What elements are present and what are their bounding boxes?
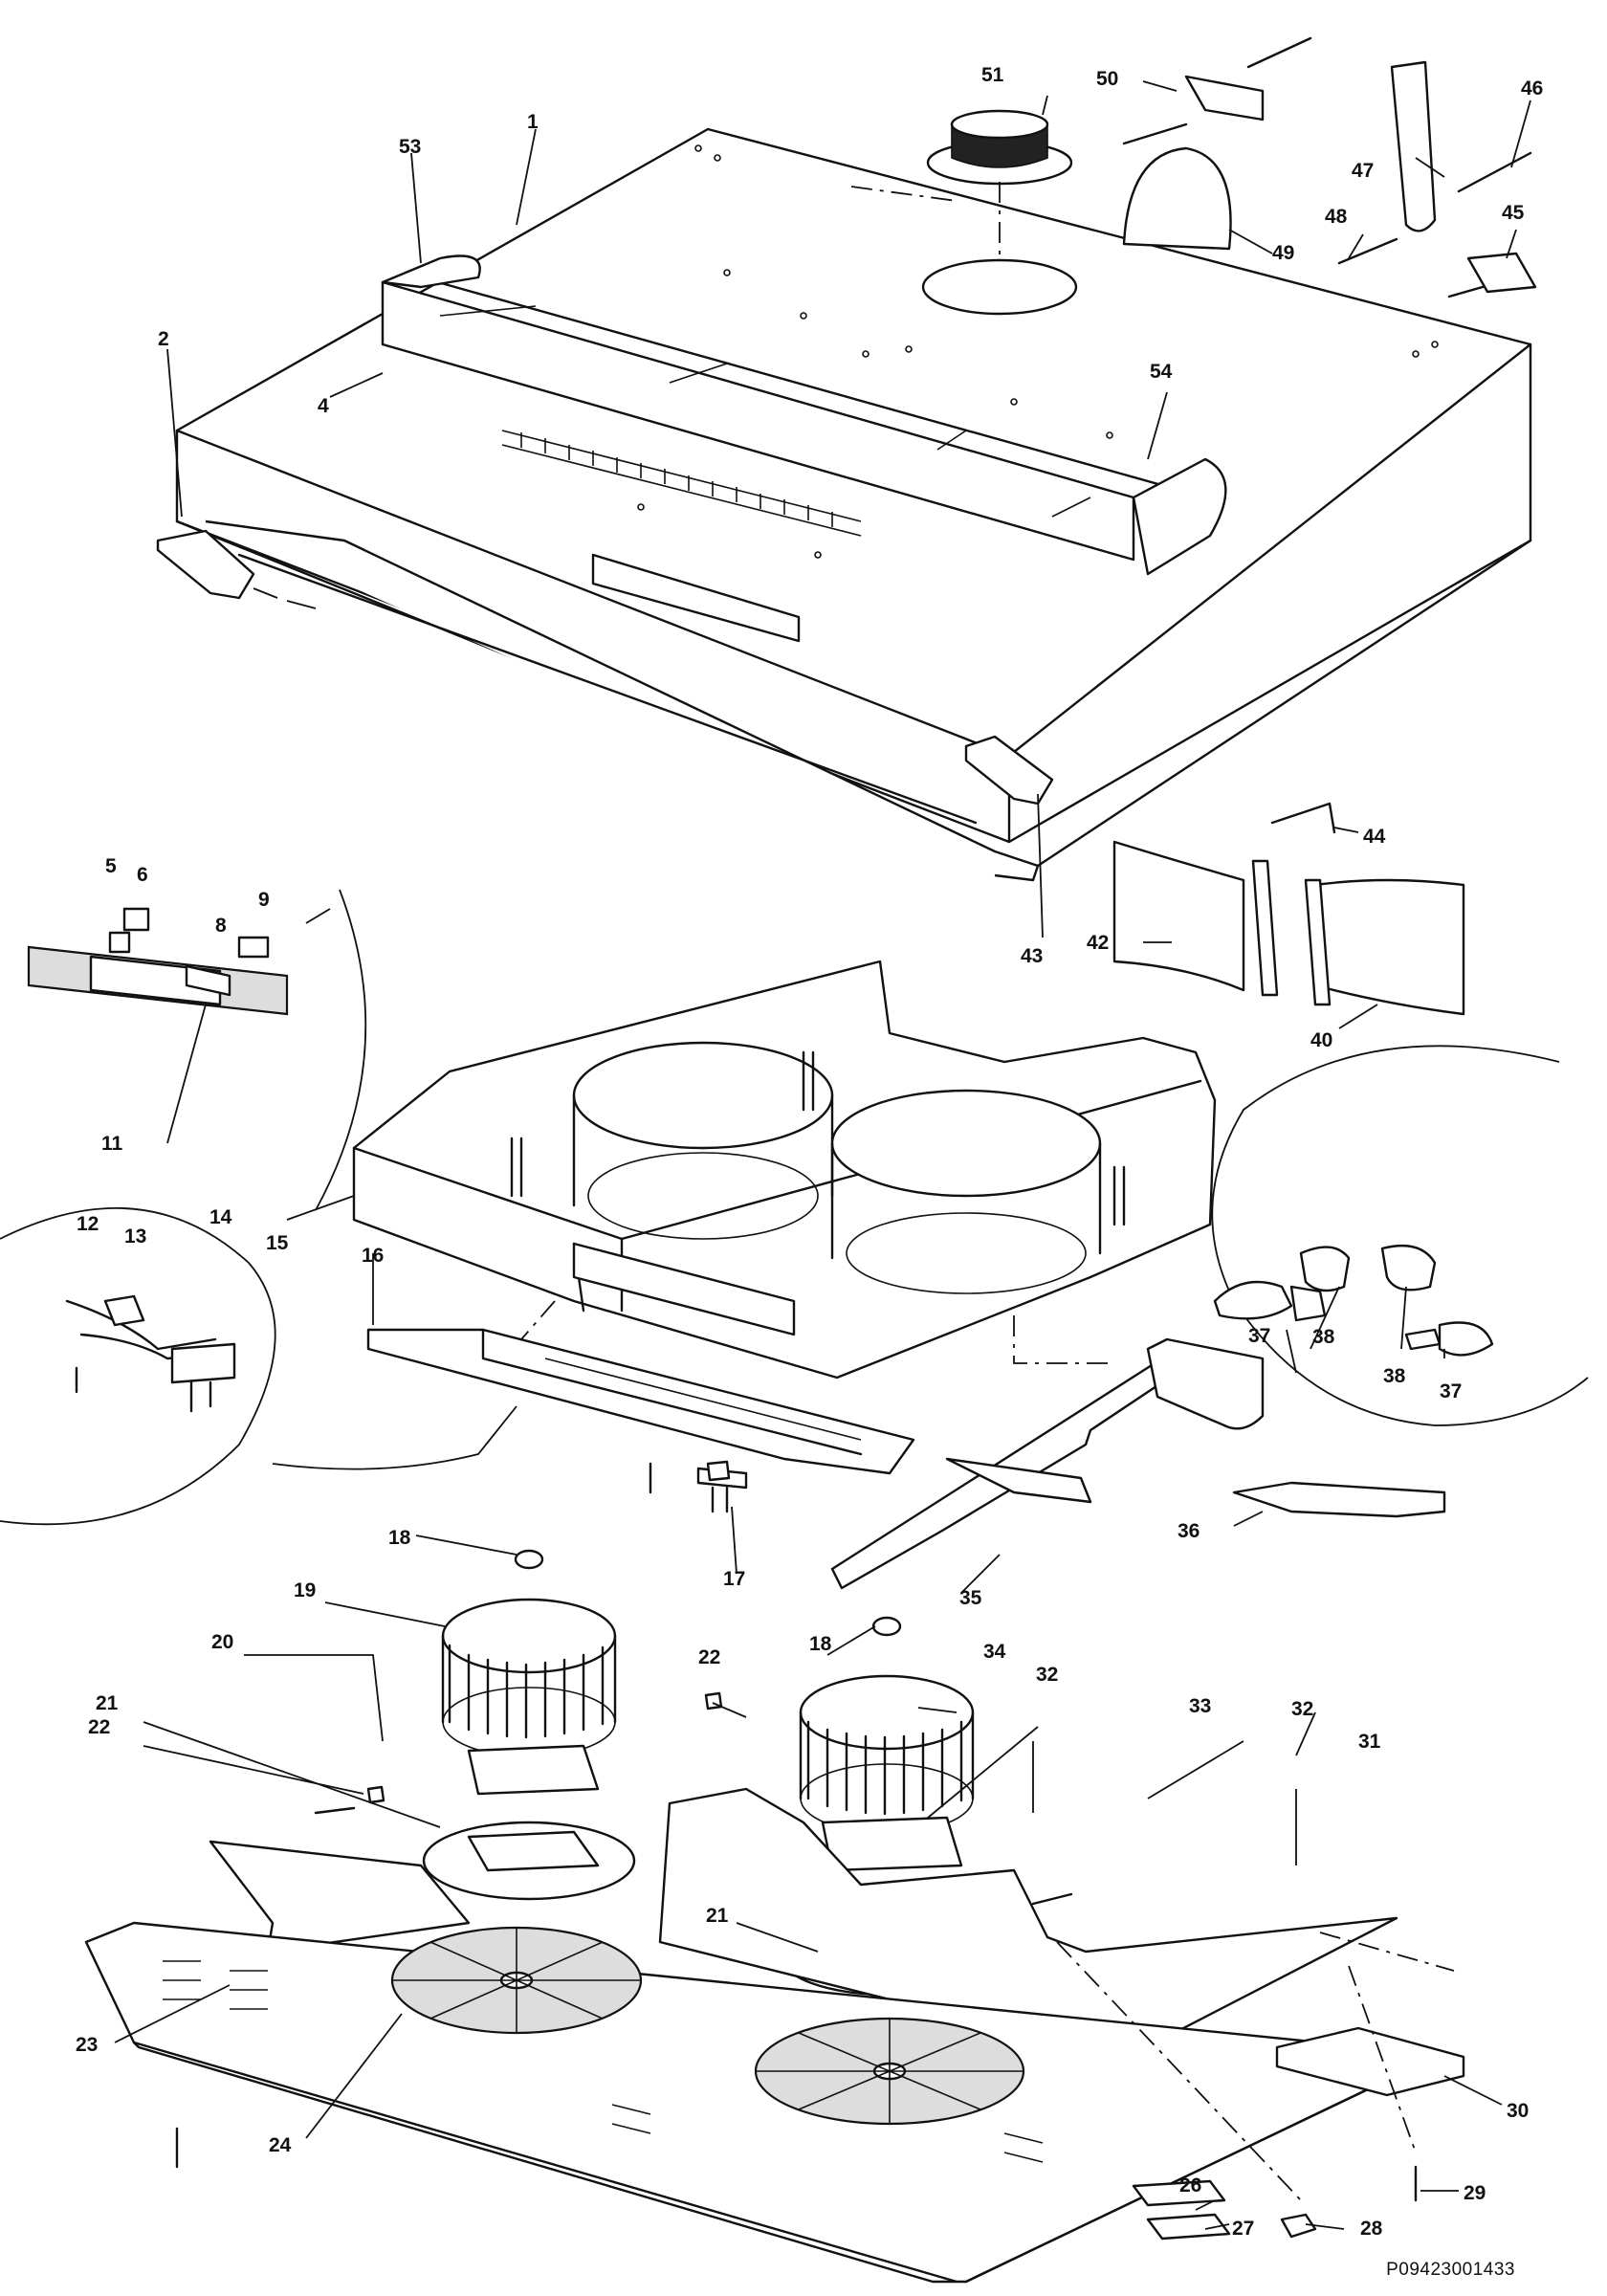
callout-27: 27 [1232, 2218, 1255, 2240]
callout-2: 2 [158, 328, 169, 350]
callout-5: 5 [105, 855, 117, 877]
top-hardware [850, 36, 1537, 298]
callout-1: 1 [527, 111, 539, 133]
callout-46: 46 [1521, 77, 1544, 99]
callout-22b: 22 [698, 1646, 721, 1668]
callout-30: 30 [1507, 2100, 1530, 2122]
bottom-panels [84, 1787, 1465, 2284]
callout-36: 36 [1178, 1520, 1200, 1542]
callout-22a: 22 [88, 1716, 111, 1738]
callout-31: 31 [1358, 1731, 1381, 1753]
callout-9: 9 [258, 889, 270, 911]
callout-44: 44 [1363, 826, 1386, 848]
callout-4: 4 [318, 395, 329, 417]
callout-47: 47 [1352, 160, 1375, 182]
callout-19: 19 [294, 1579, 317, 1601]
vent-slots [501, 430, 862, 537]
callout-37b: 37 [1440, 1380, 1463, 1402]
fan-housing [352, 960, 1217, 1380]
callout-17: 17 [723, 1568, 746, 1590]
callout-43: 43 [1021, 945, 1044, 967]
callout-16: 16 [362, 1245, 385, 1267]
callout-32a: 32 [1036, 1664, 1059, 1686]
callout-21b: 21 [706, 1905, 729, 1927]
damper-flaps [1112, 802, 1465, 1016]
callout-21a: 21 [96, 1692, 119, 1714]
control-panel-inset [27, 889, 367, 1211]
reference-code: P09423001433 [1386, 2260, 1515, 2280]
callout-50: 50 [1096, 68, 1119, 90]
lamp-inset [1211, 1045, 1589, 1426]
leader-lines [114, 80, 1531, 2230]
hood-body [156, 127, 1532, 882]
callout-13: 13 [124, 1225, 147, 1247]
callout-45: 45 [1502, 202, 1525, 224]
callout-24: 24 [269, 2134, 292, 2156]
callout-14: 14 [209, 1206, 232, 1228]
callout-48: 48 [1325, 206, 1348, 228]
callout-40: 40 [1310, 1029, 1333, 1051]
callout-15: 15 [266, 1232, 289, 1254]
callout-11: 11 [101, 1133, 123, 1155]
control-board [366, 1328, 915, 1513]
callout-8: 8 [215, 915, 227, 937]
callout-35: 35 [959, 1587, 982, 1609]
callout-18b: 18 [809, 1633, 832, 1655]
callout-32b: 32 [1291, 1698, 1314, 1720]
callout-38a: 38 [1312, 1326, 1335, 1348]
callout-28: 28 [1360, 2218, 1383, 2240]
callout-29: 29 [1464, 2182, 1486, 2204]
callout-6: 6 [137, 864, 148, 886]
callout-20: 20 [211, 1631, 234, 1653]
fan-motor-left [422, 1550, 636, 1901]
callout-26: 26 [1179, 2175, 1202, 2197]
callout-33: 33 [1189, 1695, 1212, 1717]
callout-12: 12 [77, 1213, 99, 1235]
light-duct [830, 1337, 1446, 1590]
callout-51: 51 [981, 64, 1004, 86]
callout-23: 23 [76, 2034, 99, 2056]
callout-53: 53 [399, 136, 422, 158]
callout-54: 54 [1150, 361, 1173, 383]
callout-49: 49 [1272, 242, 1295, 264]
small-fasteners [366, 1460, 902, 1804]
callout-38b: 38 [1383, 1365, 1406, 1387]
callout-37a: 37 [1248, 1325, 1271, 1347]
cable-inset [0, 1207, 517, 1526]
callout-34: 34 [983, 1641, 1006, 1663]
callout-42: 42 [1087, 932, 1110, 954]
callout-18a: 18 [388, 1527, 411, 1549]
